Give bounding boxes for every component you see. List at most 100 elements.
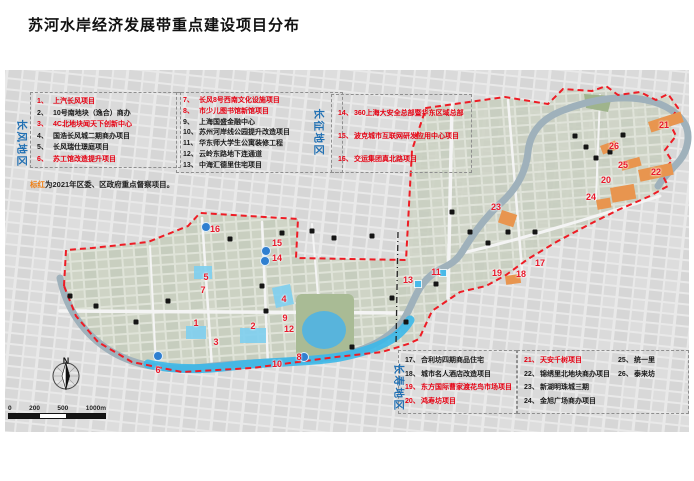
legend-item-18: 18、城市名人酒店改造项目 [405,368,514,382]
legend-item-7: 7、长风8号西南文化设施项目 [183,96,340,107]
legend-item-text: 波克城市互联网研发应用中心项目 [354,133,459,140]
legend-item-11: 11、华东师大学生公寓装修工程 [183,139,340,150]
district-label-changshou: 长寿地区 [392,363,405,412]
metro-station-icon [165,298,171,304]
legend-item-text: 国浩长风城二期商办项目 [53,132,130,140]
scale-label-1000m: 1000m [85,405,106,412]
legend-item-number: 26、 [618,370,633,378]
legend-item-text: 泰来坊 [634,370,655,378]
legend-item-text: 华东师大学生公寓装修工程 [199,140,283,148]
legend-item-5: 5、长风瑞仕璟庭项目 [37,142,178,154]
metro-station-icon [279,230,285,236]
legend-item-17: 17、合利坊四期商品住宅 [405,354,514,368]
legend-item-text: 交运集团真北路项目 [354,156,417,163]
red-note: 标红为2021年区委、区政府重点督察项目。 [30,179,174,190]
legend-item-number: 20、 [405,397,420,405]
legend-item-23: 23、新湖明珠城三期 [524,381,610,395]
legend-item-number: 15、 [338,133,353,140]
legend-item-number: 19、 [405,384,420,391]
legend-item-6: 6、苏工馆改造提升项目 [37,154,178,166]
metro-station-icon [309,228,315,234]
metro-station-icon [389,295,395,301]
legend-item-number: 12、 [183,150,198,158]
legend-item-20: 20、鸿寿坊项目 [405,395,514,409]
stations-layer [67,132,626,350]
project-sites-west [186,266,294,343]
legend-item-25: 25、统一里 [618,354,655,368]
legend-item-text: 合利坊四期商品住宅 [421,357,484,364]
blue-dot-marker [299,352,309,362]
metro-station-icon [593,155,599,161]
metro-station-icon [532,229,538,235]
legend-item-number: 4、 [37,132,48,140]
orange-site-polygon [497,210,518,228]
compass-rose-icon [52,361,80,391]
legend-item-number: 18、 [405,370,420,378]
compass: N [48,356,84,391]
legend-item-number: 17、 [405,357,420,364]
blue-dot-marker [201,222,211,232]
legend-item-text: 统一里 [634,357,655,364]
legend-item-13: 13、中海汇德里住宅项目 [183,161,340,172]
orange-site-polygon [610,183,637,203]
metro-station-icon [433,281,439,287]
page-title: 苏河水岸经济发展带重点建设项目分布 [28,17,301,34]
cyan-square-marker [414,280,422,288]
metro-station-icon [583,144,589,150]
compass-north-label: N [62,356,70,366]
blue-dot-marker [261,246,271,256]
legend-item-text: 锦绣里北地块商办项目 [540,370,610,378]
metro-station-icon [467,229,473,235]
metro-station-icon [263,308,269,314]
legend-item-number: 5、 [37,144,48,152]
legend-item-24: 24、金旭广场商办项目 [524,395,610,409]
legend-item-text: 云岭东路地下连通道 [199,150,262,158]
metro-station-icon [572,133,578,139]
changfeng-park-lake [302,311,346,349]
legend-item-text: 天安千树项目 [540,357,582,364]
legend-item-text: 长风8号西南文化设施项目 [199,97,280,104]
legend-item-text: 苏州河岸线公园提升改造项目 [199,129,290,137]
legend-item-22: 22、锦绣里北地块商办项目 [524,368,610,382]
cyan-square-marker [439,269,447,277]
legend-item-text: 城市名人酒店改造项目 [421,370,491,378]
legend-item-number: 1、 [37,98,48,105]
legend-item-text: 中海汇德里住宅项目 [199,161,262,169]
scale-bar-segments [8,413,106,419]
legend-item-12: 12、云岭东路地下连通道 [183,150,340,161]
cyan-squares-layer [414,269,447,288]
orange-site-polygon [505,273,522,285]
legend-item-1: 1、上汽长风项目 [37,96,178,108]
metro-station-icon [133,319,139,325]
scale-label-0: 0 [8,405,12,412]
legend-item-text: 鸿寿坊项目 [421,397,456,405]
metro-station-icon [331,235,337,241]
legend-item-number: 3、 [37,121,48,129]
legend-item-10: 10、苏州河岸线公园提升改造项目 [183,128,340,139]
legend-item-number: 9、 [183,118,194,126]
blue-dots-layer [153,222,309,362]
metro-station-icon [369,233,375,239]
metro-station-icon [620,132,626,138]
blue-dot-marker [153,351,163,361]
legend-item-text: 10号南地块（逸合）商办 [53,109,131,117]
legend-item-number: 25、 [618,357,633,364]
orange-site-polygon [648,111,684,133]
legend-item-number: 10、 [183,129,198,137]
legend-item-text: 新湖明珠城三期 [540,384,589,391]
legend-item-number: 6、 [37,155,48,163]
scale-label-200: 200 [29,405,40,412]
metro-station-icon [349,344,355,350]
legend-item-number: 11、 [183,140,198,148]
metro-station-icon [505,229,511,235]
legend-item-text: 市少儿图书馆新馆项目 [199,107,269,115]
legend-item-number: 24、 [524,397,539,405]
legend-item-text: 360上海大安全总部暨华东区域总部 [354,110,464,117]
